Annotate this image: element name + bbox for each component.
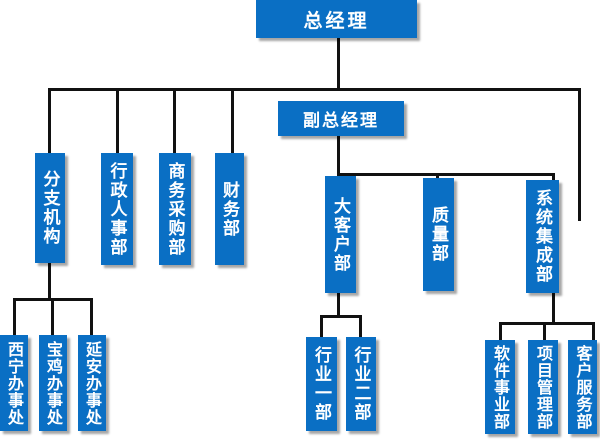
node-general-manager: 总经理: [256, 0, 417, 38]
connector-level2-bar: [337, 173, 555, 176]
connector-industry-bar: [320, 315, 362, 318]
node-customer-service: 客户服务部: [568, 340, 597, 434]
node-yanan-office: 延安办事处: [78, 335, 106, 431]
connector-branch-drop: [48, 88, 51, 153]
connector-right-drop: [578, 88, 581, 221]
connector-baoji-drop: [51, 298, 54, 335]
connector-industry1-drop: [320, 315, 323, 337]
connector-deputy-drop: [337, 135, 340, 175]
connector-branch-trunk: [48, 262, 51, 300]
node-xining-office: 西宁办事处: [0, 335, 28, 431]
connector-software-drop: [499, 322, 502, 340]
connector-keyacct-trunk: [337, 292, 340, 317]
node-finance: 财务部: [215, 153, 244, 265]
connector-yanan-drop: [90, 298, 93, 335]
node-deputy-general-manager: 副总经理: [278, 101, 404, 136]
node-branch-offices: 分支机构: [35, 153, 65, 263]
connector-sysint-drop: [552, 173, 555, 180]
connector-finance-drop: [231, 88, 234, 153]
node-industry-dept-1: 行业一部: [306, 337, 337, 431]
connector-project-drop: [543, 322, 546, 340]
connector-sysint-trunk: [552, 292, 555, 324]
connector-gm-trunk: [337, 38, 340, 90]
node-commerce-procurement: 商务采购部: [159, 153, 191, 265]
connector-level1-bar: [48, 88, 581, 91]
node-project-management: 项目管理部: [528, 340, 558, 434]
node-quality: 质量部: [423, 178, 454, 291]
connector-xining-drop: [13, 298, 16, 335]
node-administration-hr: 行政人事部: [101, 153, 133, 265]
node-software-business: 软件事业部: [485, 340, 515, 434]
node-baoji-office: 宝鸡办事处: [39, 335, 67, 431]
node-system-integration: 系统集成部: [526, 180, 559, 293]
node-key-accounts: 大客户部: [325, 176, 356, 293]
connector-industry2-drop: [359, 315, 362, 337]
connector-quality-drop: [436, 173, 439, 178]
connector-admin-drop: [116, 88, 119, 153]
connector-sysint-bar: [499, 322, 595, 325]
node-industry-dept-2: 行业二部: [346, 337, 376, 431]
connector-commerce-drop: [173, 88, 176, 153]
connector-customer-drop: [592, 322, 595, 340]
